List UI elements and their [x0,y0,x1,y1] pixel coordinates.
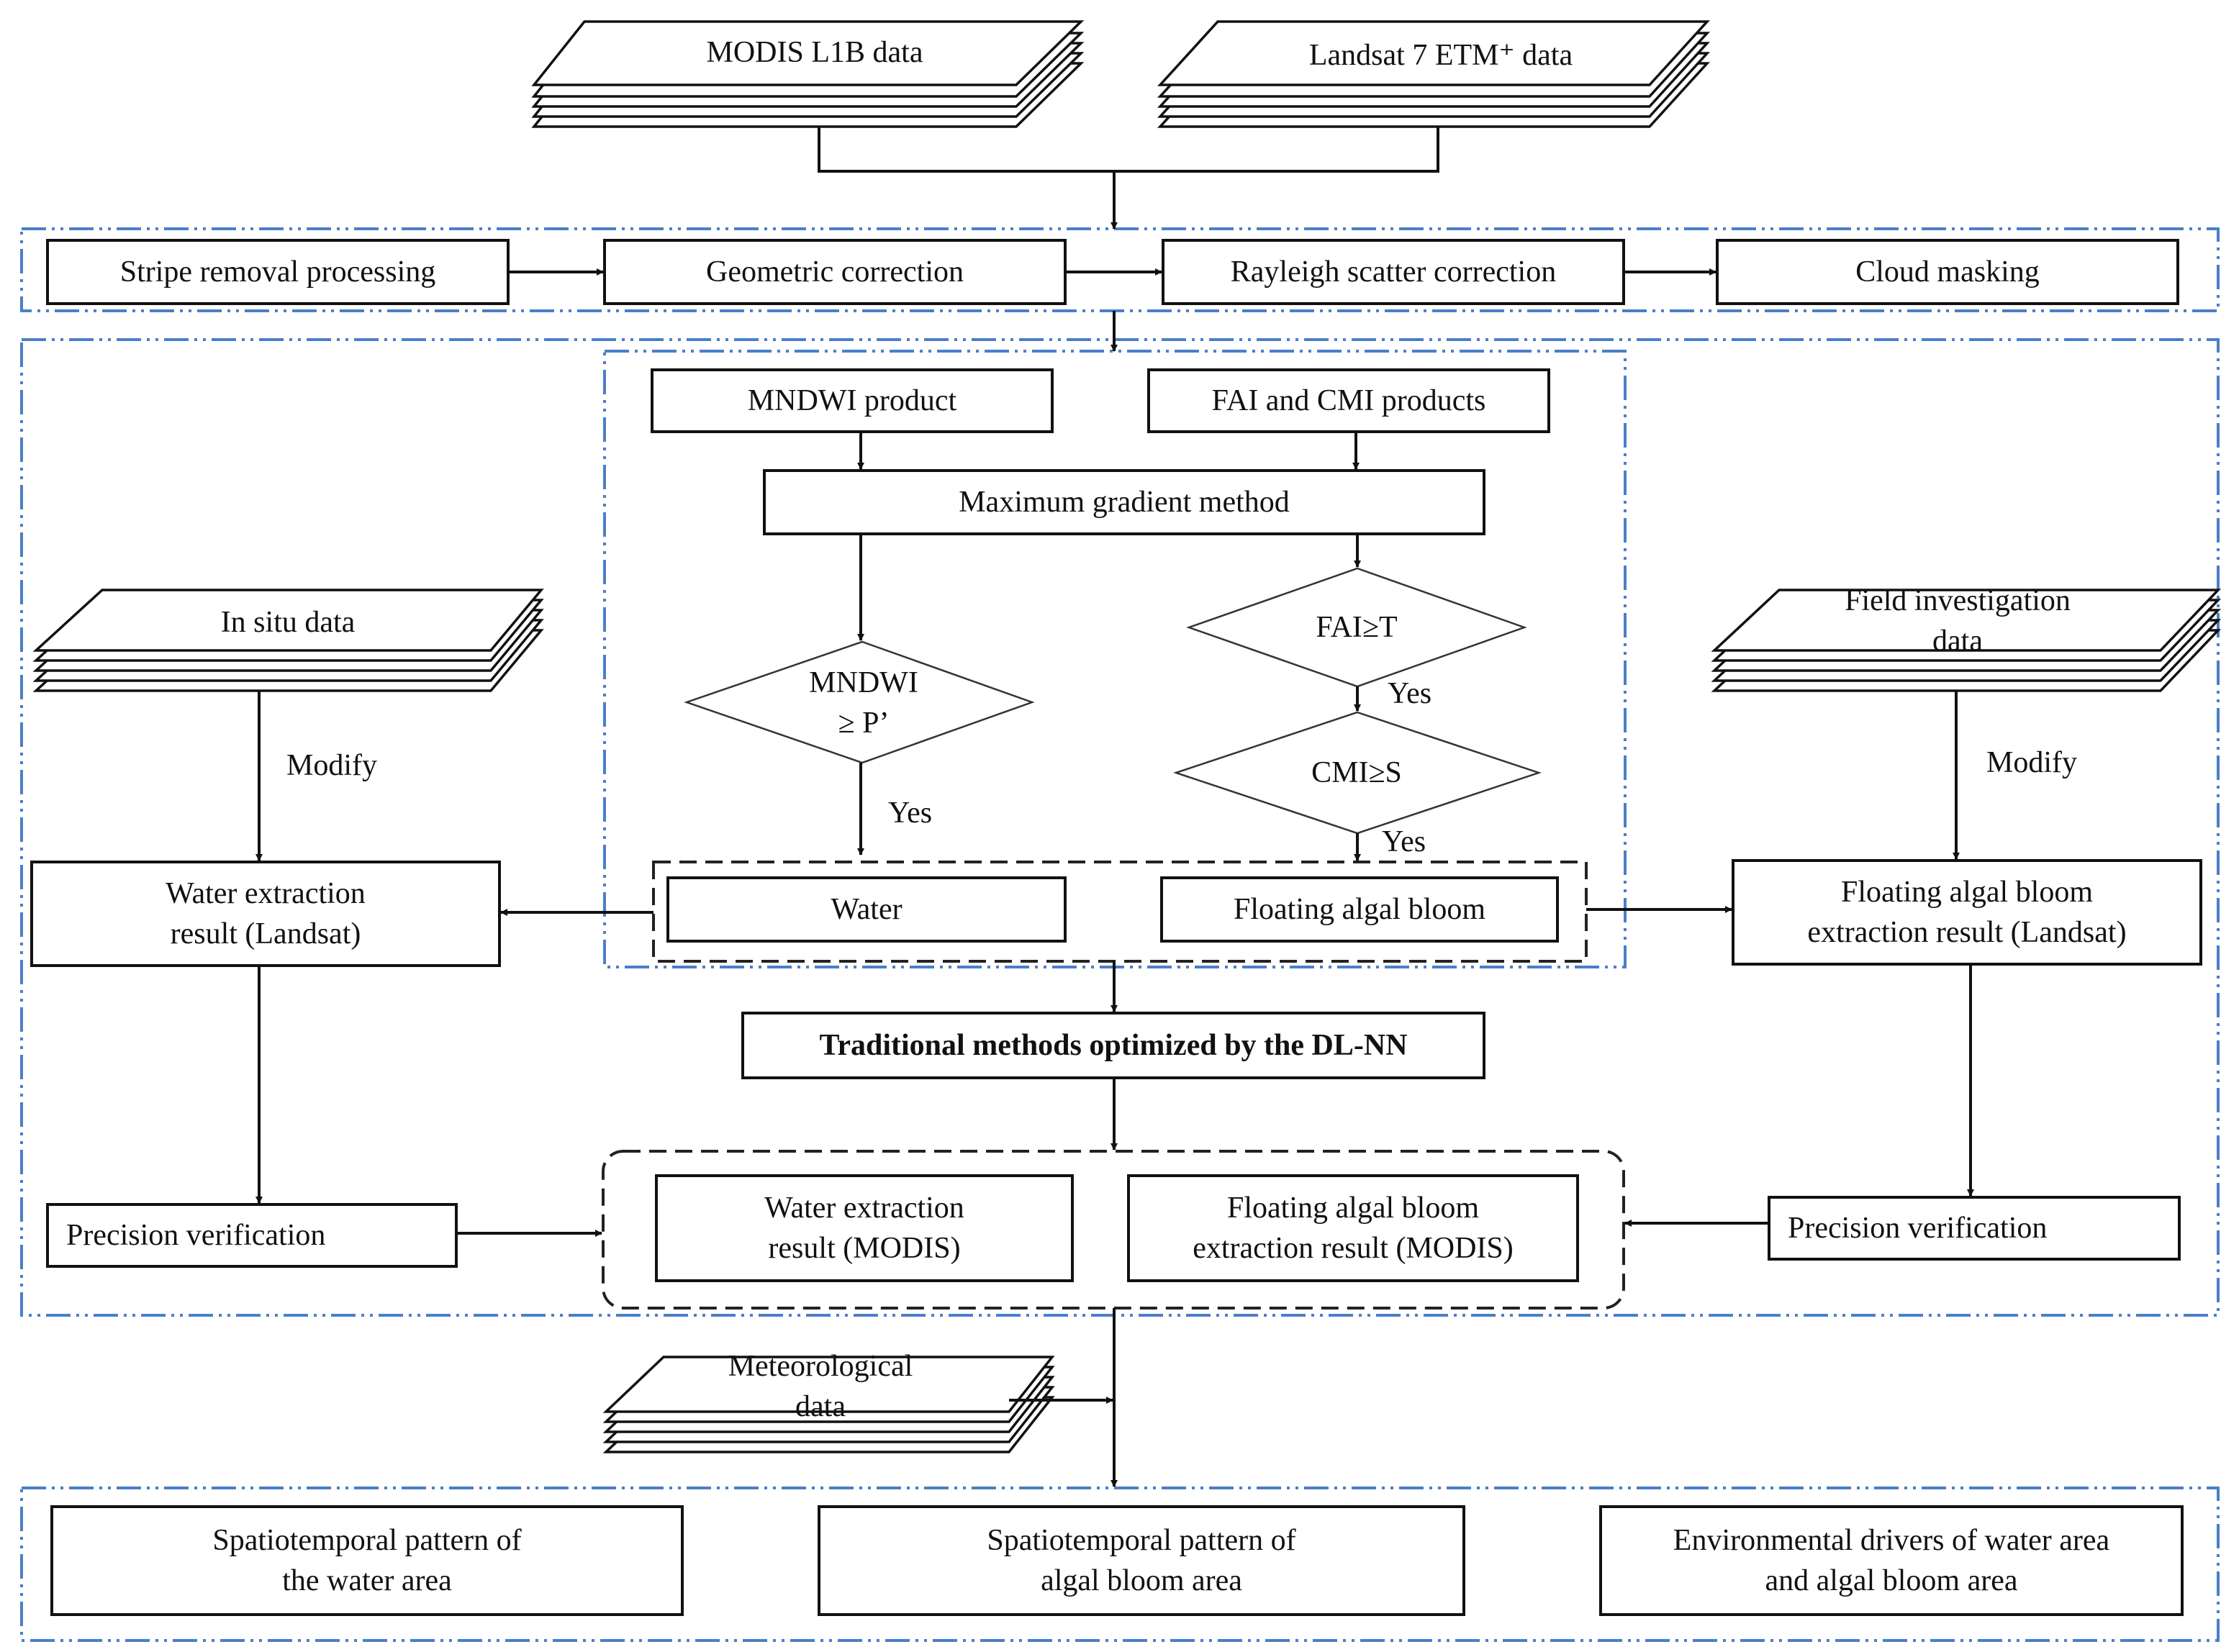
analysis-frame [20,1487,2220,1642]
floating-algal-bloom-box: Floating algal bloom [1234,893,1485,926]
main-processing-frame [20,338,2220,1317]
modis-result-group [602,1150,1625,1310]
insitu-data-stack [32,589,544,692]
modify-label-left: Modify [286,749,377,782]
yes-label-cmi: Yes [1382,825,1426,858]
water-extraction-modis-box: Water extraction result (MODIS) [764,1192,964,1265]
insitu-data-label: In situ data [220,606,356,639]
modis-data-stack [531,20,1085,128]
rayleigh-correction-step: Rayleigh scatter correction [1230,255,1557,289]
yes-label-fai: Yes [1388,677,1432,710]
preprocessing-frame [20,227,2220,312]
cmi-decision: CMI≥S [1311,756,1402,789]
bloom-extraction-modis-box: Floating algal bloom extraction result (… [1193,1192,1514,1265]
landsat-result-group [652,861,1588,963]
mndwi-product-box: MNDWI product [747,384,957,417]
meteorological-data-label: Meteorological data [728,1350,913,1423]
water-extraction-landsat-box: Water extraction result (Landsat) [166,877,366,950]
landsat-data-label: Landsat 7 ETM⁺ data [1308,39,1573,72]
geometric-correction-step: Geometric correction [706,255,964,289]
maximum-gradient-box: Maximum gradient method [959,486,1290,519]
stripe-removal-step: Stripe removal processing [119,255,436,289]
bloom-extraction-landsat-box: Floating algal bloom extraction result (… [1807,876,2127,949]
process-boxes [30,239,2202,1616]
group-frames [20,227,2220,1642]
cloud-masking-step: Cloud masking [1855,255,2040,289]
environmental-drivers-box: Environmental drivers of water area and … [1673,1524,2110,1597]
yes-label-mndwi: Yes [888,796,933,830]
connectors [255,127,1974,1487]
mndwi-decision: MNDWI ≥ P’ [809,666,918,740]
modis-data-label: MODIS L1B data [706,36,923,69]
meteorological-data-stack [602,1356,1055,1453]
field-data-stack [1711,589,2222,692]
fai-cmi-products-box: FAI and CMI products [1211,384,1486,417]
dl-nn-optimization-box: Traditional methods optimized by the DL-… [819,1029,1408,1062]
fai-decision: FAI≥T [1316,611,1398,644]
water-area-pattern-box: Spatiotemporal pattern of the water area [212,1524,522,1597]
precision-verification-left: Precision verification [66,1219,326,1252]
precision-verification-right: Precision verification [1788,1212,2048,1245]
water-result-box: Water [831,893,903,926]
field-data-label: Field investigation data [1845,584,2071,658]
landsat-data-stack [1157,20,1710,128]
modify-label-right: Modify [1986,746,2077,779]
decision-diamonds [684,567,1542,835]
result-groups [602,861,1625,1310]
bloom-area-pattern-box: Spatiotemporal pattern of algal bloom ar… [987,1524,1296,1597]
